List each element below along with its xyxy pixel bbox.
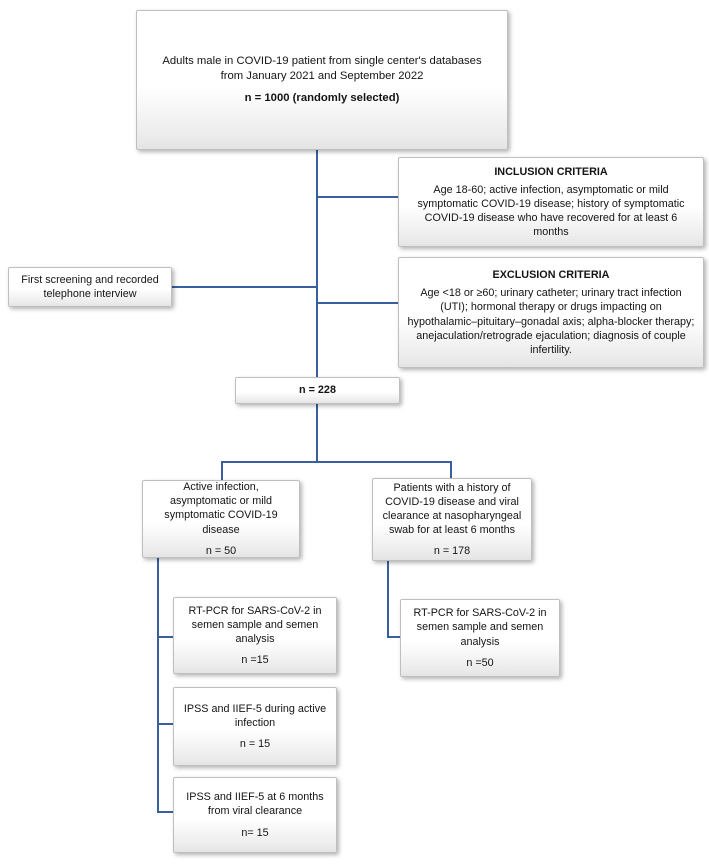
- node-source-text: Adults male in COVID-19 patient from sin…: [162, 55, 482, 83]
- connector-branch-right-drop: [450, 461, 452, 479]
- connector-main-top: [316, 150, 318, 378]
- covid-history-body: Patients with a history of COVID-19 dise…: [382, 481, 522, 537]
- ipss-6months-body: IPSS and IIEF-5 at 6 months from viral c…: [186, 791, 324, 818]
- connector-left-stem: [157, 557, 159, 813]
- connector-branch-left-drop: [221, 461, 223, 481]
- enrolled-count: n = 228: [299, 384, 336, 397]
- connector-right-stem: [387, 560, 389, 638]
- connector-right-stub: [387, 636, 401, 638]
- connector-left-stub-2: [157, 723, 174, 725]
- ipss-6months-count: n= 15: [241, 826, 269, 839]
- rtpcr-active-count: n =15: [241, 654, 269, 667]
- ipss-active-body: IPSS and IIEF-5 during active infection: [183, 702, 327, 729]
- node-ipss-6months: IPSS and IIEF-5 at 6 months from viral c…: [173, 777, 337, 853]
- node-source-population: Adults male in COVID-19 patient from sin…: [136, 10, 508, 150]
- connector-left-stub-1: [157, 636, 174, 638]
- inclusion-body: Age 18-60; active infection, asymptomati…: [417, 183, 685, 239]
- rtpcr-history-body: RT-PCR for SARS-CoV-2 in semen sample an…: [413, 607, 547, 648]
- node-enrolled-count: n = 228: [235, 377, 400, 404]
- node-exclusion-criteria: EXCLUSION CRITERIA Age <18 or ≥60; urina…: [398, 257, 704, 368]
- active-infection-count: n = 50: [205, 544, 237, 557]
- covid-history-count: n = 178: [433, 545, 471, 558]
- node-inclusion-criteria: INCLUSION CRITERIA Age 18-60; active inf…: [398, 157, 704, 247]
- node-rtpcr-history: RT-PCR for SARS-CoV-2 in semen sample an…: [400, 599, 560, 677]
- node-rtpcr-active: RT-PCR for SARS-CoV-2 in semen sample an…: [173, 597, 337, 674]
- rtpcr-active-body: RT-PCR for SARS-CoV-2 in semen sample an…: [188, 604, 322, 645]
- node-first-screening: First screening and recorded telephone i…: [8, 267, 172, 307]
- exclusion-title: EXCLUSION CRITERIA: [492, 269, 610, 282]
- connector-to-exclusion: [317, 302, 398, 304]
- node-ipss-active: IPSS and IIEF-5 during active infection …: [173, 687, 337, 766]
- node-active-infection: Active infection, asymptomatic or mild s…: [142, 480, 300, 558]
- connector-from-screening: [172, 286, 317, 288]
- screening-body: First screening and recorded telephone i…: [21, 273, 159, 300]
- ipss-active-count: n = 15: [239, 738, 271, 751]
- connector-to-inclusion: [317, 196, 398, 198]
- inclusion-title: INCLUSION CRITERIA: [494, 165, 608, 178]
- connector-branch-horizontal: [221, 461, 452, 463]
- rtpcr-history-count: n =50: [466, 656, 494, 669]
- node-source-count: n = 1000 (randomly selected): [244, 91, 400, 104]
- connector-left-stub-3: [157, 811, 174, 813]
- node-covid-history: Patients with a history of COVID-19 dise…: [372, 478, 532, 561]
- exclusion-body: Age <18 or ≥60; urinary catheter; urinar…: [407, 287, 695, 356]
- connector-main-bottom: [316, 404, 318, 462]
- active-infection-body: Active infection, asymptomatic or mild s…: [164, 481, 278, 536]
